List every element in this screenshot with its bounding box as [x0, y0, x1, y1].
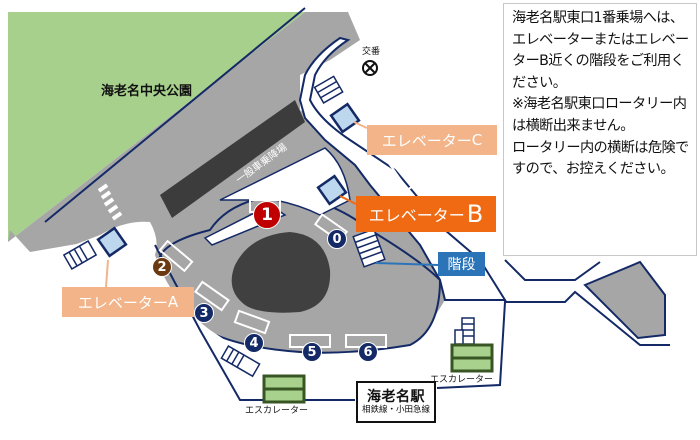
notice-box: 海老名駅東口1番乗場へは、エレベーターまたはエレベーターB近くの階段をご利用くだ…: [503, 3, 697, 256]
stairs-callout[interactable]: 階段: [438, 252, 485, 276]
right-gray-block: [583, 260, 666, 340]
escalator-right-icon: [450, 343, 494, 373]
station-name: 海老名駅: [367, 388, 425, 405]
park-label: 海老名中央公園: [101, 84, 193, 99]
park-edge: [44, 7, 306, 223]
bus-stop-1[interactable]: 1: [253, 201, 281, 229]
pickup-zone: [219, 147, 351, 216]
bus-stop-6[interactable]: 6: [358, 342, 378, 362]
elevator-b-icon: [316, 174, 348, 206]
bus-stop-4[interactable]: 4: [244, 333, 264, 353]
sidewalk-lower-left: [40, 221, 355, 405]
koban-icon: [362, 60, 378, 76]
station-lines: 相鉄線・小田急線: [361, 404, 430, 415]
escalator-icons: [262, 343, 494, 404]
elevator-c-icon: [329, 102, 361, 134]
escalator-lower-icon: [262, 374, 306, 404]
stairs-a-icon: [62, 240, 98, 270]
bus-stop-5[interactable]: 5: [302, 342, 322, 362]
central-island: [231, 232, 331, 313]
escalator-lower-label: エスカレーター: [245, 406, 309, 416]
station-box[interactable]: 海老名駅 相鉄線・小田急線: [356, 381, 436, 423]
elevator-a-icon: [96, 226, 128, 258]
stairs-top-icon: [313, 75, 344, 104]
bus-stop-0[interactable]: 0: [327, 229, 347, 249]
koban-label: 交番: [362, 47, 381, 57]
callout-leaders: [105, 121, 439, 288]
escalator-right-label: エスカレーター: [430, 375, 494, 385]
outline-right: [504, 259, 601, 281]
stairs-right-icon: [454, 317, 475, 345]
parking-block: [160, 100, 305, 218]
bus-stop-2[interactable]: 2: [152, 257, 172, 277]
stairs-lower-icon: [220, 345, 261, 378]
bus-stop-3[interactable]: 3: [194, 303, 214, 323]
elevator-icons: [96, 102, 361, 258]
stairs-b-icon: [352, 228, 386, 268]
crosswalk: [97, 183, 123, 221]
outline-lower-right: [436, 290, 670, 389]
